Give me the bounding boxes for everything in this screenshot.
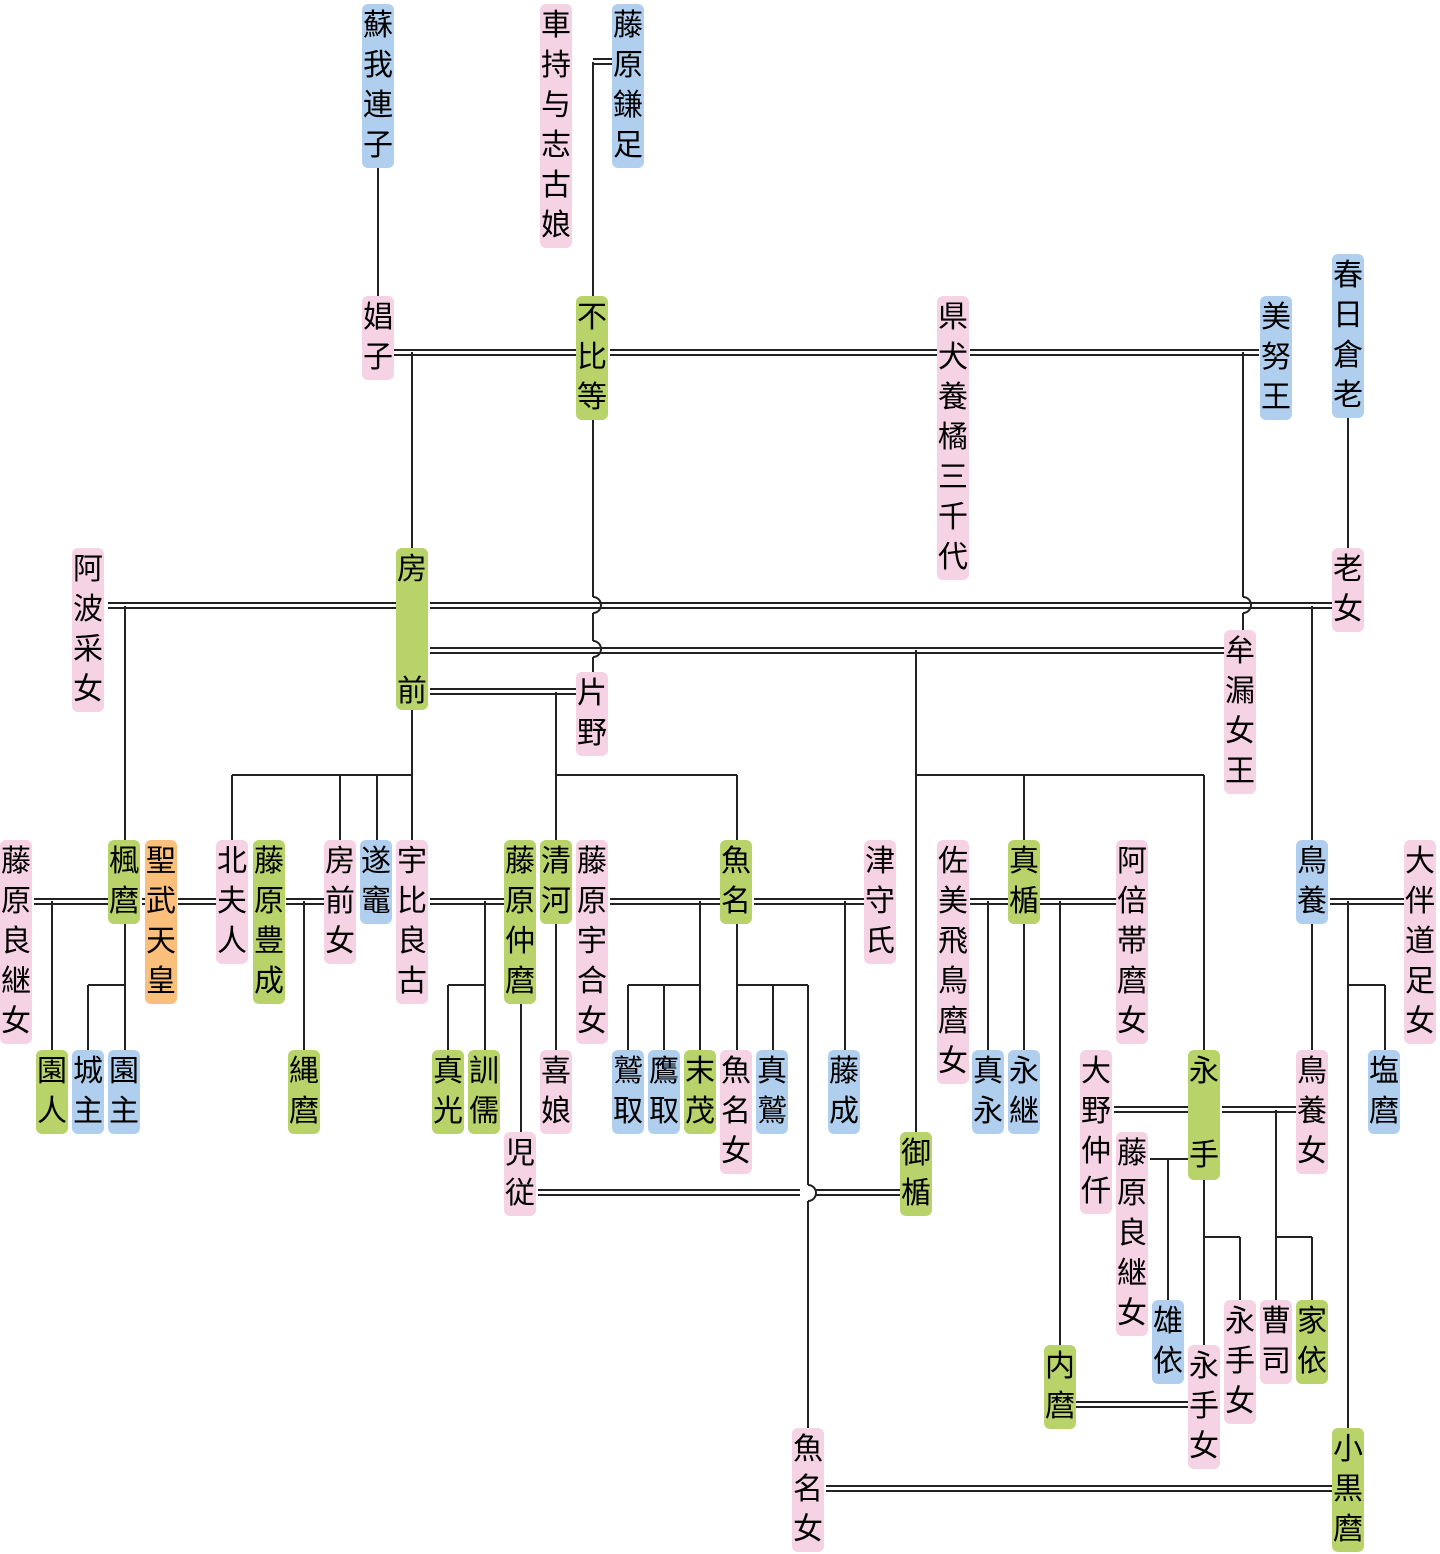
person-ieyori: 家依 (1296, 1300, 1328, 1384)
person-oijo: 老女 (1332, 548, 1364, 632)
person-kijo: 喜娘 (540, 1050, 572, 1134)
person-uona-jo-b: 魚名女 (792, 1428, 824, 1552)
person-washitori: 鷲取 (612, 1050, 644, 1134)
person-sugamaro: 遂竈 (360, 840, 392, 924)
person-katano: 片野 (576, 672, 608, 756)
person-nagatsugu: 永継 (1008, 1050, 1040, 1134)
person-kunju: 訓儒 (468, 1050, 500, 1134)
person-sami-asuka: 佐美飛鳥麿女 (937, 840, 969, 1084)
person-mitate: 御楯 (900, 1132, 932, 1216)
person-fujinari: 藤成 (828, 1050, 860, 1134)
person-takatori: 鷹取 (648, 1050, 680, 1134)
person-oguromaro: 小黒麿 (1332, 1428, 1364, 1552)
person-nagate-bottom: 手 (1188, 1132, 1220, 1180)
person-fusasaki-bottom: 前 (396, 630, 428, 710)
person-uhirako: 宇比良古 (396, 840, 428, 1004)
person-matate: 真楯 (1008, 840, 1040, 924)
person-kasuga-kuraoi: 春日倉老 (1332, 254, 1364, 418)
person-masaki: 真光 (432, 1050, 464, 1134)
person-shoshi: 娼子 (362, 296, 394, 380)
person-fuhito: 不比等 (576, 296, 608, 420)
person-managa: 真永 (972, 1050, 1004, 1134)
person-torikai-jo: 鳥養女 (1296, 1050, 1328, 1174)
person-otomo-michitari-jo: 大伴道足女 (1404, 840, 1436, 1044)
person-nagate-top: 永 (1188, 1050, 1220, 1138)
person-toyonari: 藤原豊成 (253, 840, 285, 1004)
person-shomu: 聖武天皇 (145, 840, 177, 1004)
person-torikai: 鳥養 (1296, 840, 1328, 924)
person-fujiwara-yoshitsugu-jo-b: 藤原良継女 (1116, 1132, 1148, 1336)
person-umakai-jo: 藤原宇合女 (576, 840, 608, 1044)
person-chigo: 児従 (504, 1132, 536, 1216)
person-shironushi: 城主 (72, 1050, 104, 1134)
person-kaedemaro: 楓麿 (108, 840, 140, 924)
person-nakamaro: 藤原仲麿 (504, 840, 536, 1004)
person-uchimaro: 内麿 (1044, 1345, 1076, 1429)
person-mawashi: 真鷲 (756, 1050, 788, 1134)
person-katsuyori: 雄依 (1152, 1300, 1184, 1384)
person-sonondo: 園人 (36, 1050, 68, 1134)
person-tsumori: 津守氏 (864, 840, 896, 964)
person-kurumamochi-yoshiko: 車持与志古娘 (540, 4, 572, 248)
person-nagate-jo-b: 永手女 (1188, 1345, 1220, 1469)
person-fusasaki-top: 房 (396, 548, 428, 636)
person-kiyokawa: 清河 (540, 840, 572, 924)
person-soshi: 曹司 (1260, 1300, 1292, 1384)
person-tadamaro: 縄麿 (288, 1050, 320, 1134)
person-agata-michiyo: 県犬養橘三千代 (937, 296, 969, 580)
person-oono-nakachi: 大野仲仟 (1080, 1050, 1112, 1214)
person-fusasaki-jo: 房前女 (324, 840, 356, 964)
person-nagate-jo-a: 永手女 (1224, 1300, 1256, 1424)
person-uona-jo-a: 魚名女 (720, 1050, 752, 1174)
person-minu-o: 美努王 (1260, 296, 1292, 420)
person-ahanouneme: 阿波采女 (72, 548, 104, 712)
person-sononushi: 園主 (108, 1050, 140, 1134)
person-shiomaro: 塩麿 (1368, 1050, 1400, 1134)
person-fujiwara-kamatari: 藤原鎌足 (612, 4, 644, 168)
person-abe-obitomaro-jo: 阿倍帯麿女 (1116, 840, 1148, 1044)
person-fujiwara-yoshitsugu-jo-a: 藤原良継女 (0, 840, 32, 1044)
person-uona: 魚名 (720, 840, 752, 924)
person-suemochi: 末茂 (684, 1050, 716, 1134)
person-murojo: 牟漏女王 (1224, 630, 1256, 794)
person-kita-fujin: 北夫人 (216, 840, 248, 964)
person-soga-murajiko: 蘇我連子 (362, 4, 394, 168)
